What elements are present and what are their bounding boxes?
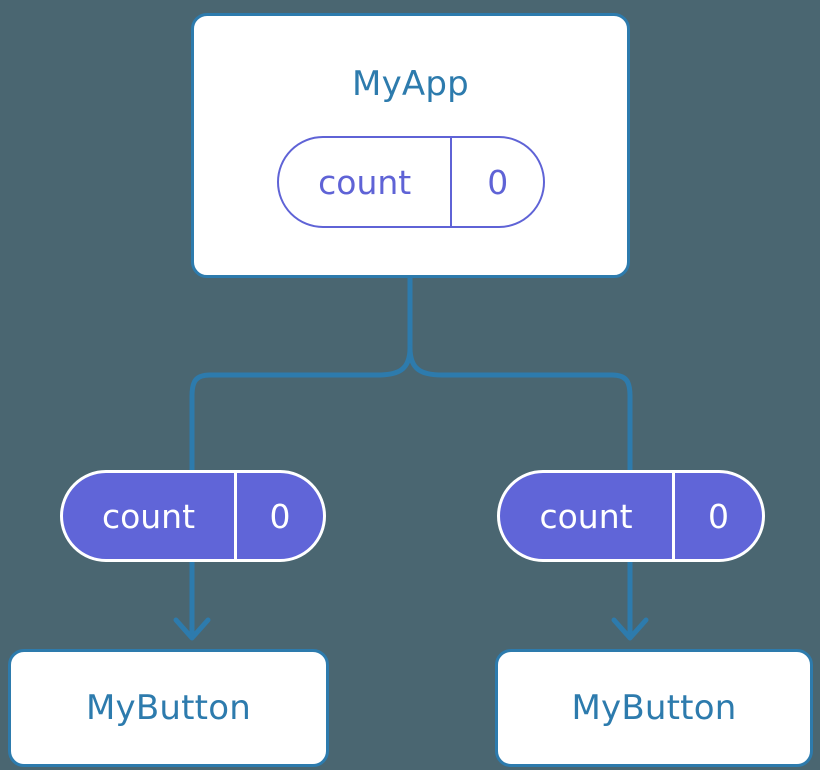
state-value-child-right: 0	[672, 473, 762, 559]
state-key-child-right: count	[539, 496, 633, 536]
state-value-child-left: 0	[234, 473, 323, 559]
state-value-myapp: 0	[450, 138, 543, 226]
state-key-myapp: count	[318, 162, 412, 202]
arrowhead-left-icon	[173, 617, 211, 641]
component-label-mybutton-right: MyButton	[571, 688, 737, 728]
state-pill-myapp: count 0	[277, 136, 545, 228]
component-label-myapp: MyApp	[352, 64, 469, 104]
edge-root-to-left-child	[189, 345, 413, 473]
edge-root-to-right-child	[407, 345, 633, 473]
component-label-mybutton-left: MyButton	[86, 688, 251, 728]
state-pill-child-left: count 0	[60, 470, 326, 562]
state-pill-child-right: count 0	[497, 470, 765, 562]
component-node-mybutton-left[interactable]: MyButton	[8, 649, 329, 767]
state-key-child-left: count	[101, 496, 196, 536]
arrowhead-right-icon	[611, 617, 649, 641]
component-node-mybutton-right[interactable]: MyButton	[495, 649, 813, 767]
